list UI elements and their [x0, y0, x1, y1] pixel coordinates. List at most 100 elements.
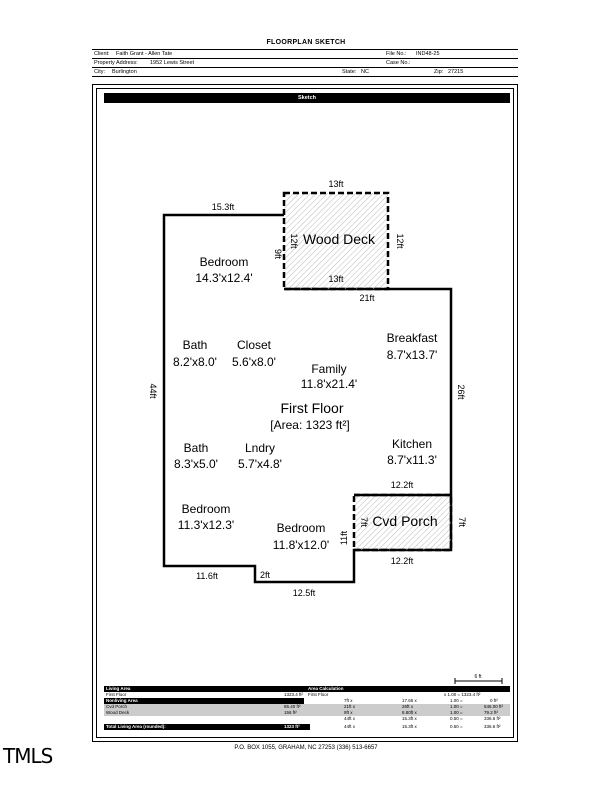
city-value: Burlington	[112, 69, 137, 75]
dim-porch-drop: 11ft	[339, 530, 349, 545]
row-total: 79.2 ft²	[484, 710, 499, 715]
row-name: Nonliving Area	[106, 698, 138, 703]
row-f2: 15.3ft x	[402, 716, 417, 721]
state-value: NC	[361, 69, 369, 75]
room-name: Bedroom	[200, 255, 249, 269]
room-size: 8.2'x8.0'	[173, 355, 217, 369]
area-header-row: Living Area Area Calculation	[104, 686, 510, 692]
room-name: Wood Deck	[303, 231, 376, 247]
mls-logo: TMLS	[3, 744, 53, 768]
case-label: Case No.:	[386, 60, 411, 66]
header-row-address: Property Address: 1952 Lewis Street Case…	[92, 59, 518, 68]
row-name: Cvd Porch	[106, 704, 128, 709]
total-row: Total Living Area (rounded): 1323 ft²	[104, 724, 310, 730]
dim-deck-bottom: 13ft	[328, 274, 344, 284]
room-name: Closet	[237, 338, 272, 352]
row-f3: 0.50 =	[450, 724, 463, 729]
header-row-client: Client: Faith Grant - Allen Tate File No…	[92, 50, 518, 59]
room-name: Cvd Porch	[372, 513, 437, 529]
address-value: 1952 Lewis Street	[150, 60, 195, 66]
table-row: Wood Deck 156 ft² 9ft x 8.80ft x 1.00 = …	[104, 710, 510, 716]
living-area-header: Living Area	[106, 686, 131, 691]
row-f1: 21ft x	[344, 704, 356, 709]
row-f3: 1.00 =	[450, 710, 463, 715]
row-f3: 0.50 =	[450, 716, 463, 721]
dim-bottom: 12.5ft	[293, 588, 316, 598]
dim-right: 26ft	[456, 384, 466, 400]
row-total: 336.6 ft²	[484, 716, 501, 721]
dim-porch-top: 12.2ft	[391, 480, 414, 490]
report-header: Client: Faith Grant - Allen Tate File No…	[92, 49, 518, 77]
row-f2: 15.3ft x	[402, 724, 417, 729]
footer-address: P.O. BOX 1055, GRAHAM, NC 27253 (336) 51…	[234, 745, 378, 751]
row-area: 85.40 ft²	[284, 704, 301, 709]
room-name: Family	[311, 362, 346, 376]
row-f1: 44ft x	[344, 724, 356, 729]
dim-bottom-left: 11.6ft	[196, 571, 218, 581]
dim-porch-right: 7ft	[457, 517, 467, 528]
row-f3: 1.00 =	[450, 704, 463, 709]
dim-deck-right: 12ft	[395, 233, 405, 249]
client-value: Faith Grant - Allen Tate	[116, 51, 173, 57]
area-calc-header: Area Calculation	[308, 686, 344, 691]
sketch-frame-outer	[92, 84, 518, 742]
scale-label: 6 ft	[475, 674, 483, 680]
row-f1: 44ft x	[344, 716, 356, 721]
zip-label: Zip:	[434, 69, 444, 75]
room-name: Bedroom	[182, 502, 231, 516]
dim-top-left: 15.3ft	[212, 202, 235, 212]
row-name: Wood Deck	[106, 710, 130, 715]
room-name: Lndry	[245, 441, 275, 455]
room-name: Bath	[184, 441, 209, 455]
row-total: x 1.00 = 1323.4 ft²	[444, 692, 481, 697]
room-size: 8.3'x5.0'	[174, 457, 218, 471]
dim-bottom-step: 2ft	[260, 570, 271, 580]
table-row: Cvd Porch 85.40 ft² 21ft x 26ft x 1.00 =…	[104, 704, 510, 710]
room-size: 5.7'x4.8'	[238, 457, 282, 471]
address-label: Property Address:	[94, 60, 138, 66]
room-size: 8.7'x11.3'	[387, 453, 437, 467]
row-f1: 9ft x	[344, 710, 353, 715]
room-name: Breakfast	[387, 331, 438, 345]
table-row: 44ft x 15.3ft x 0.50 = 336.6 ft²	[104, 716, 510, 722]
table-row-calc: 7ft x 17.65 x 1.00 = 0 ft²	[304, 698, 510, 704]
client-label: Client:	[94, 51, 110, 57]
file-value: IND48-25	[416, 51, 440, 57]
city-label: City:	[94, 69, 105, 75]
dim-porch-bottom: 12.2ft	[391, 556, 414, 566]
row-f2: 8.80ft x	[402, 710, 417, 715]
room-size: 11.8'x12.0'	[273, 538, 329, 552]
row-name: First Floor	[106, 692, 127, 697]
wood-deck-outline	[282, 191, 390, 291]
floor-area: [Area: 1323 ft²]	[270, 418, 349, 432]
area-calculation-table: Living Area Area Calculation First Floor…	[104, 686, 510, 734]
table-row: Nonliving Area	[104, 698, 304, 704]
dim-left: 44ft	[148, 383, 158, 399]
room-name: Bath	[183, 338, 208, 352]
state-label: State:	[342, 69, 357, 75]
row-total: 336.6 ft²	[484, 724, 501, 729]
row-calc-name: First Floor	[308, 692, 329, 697]
floor-name: First Floor	[281, 400, 344, 416]
dim-deck-inner: 9ft	[273, 249, 283, 260]
room-name: Bedroom	[277, 521, 326, 535]
dim-right-upper: 21ft	[359, 293, 375, 303]
dim-porch-left: 7ft	[359, 517, 369, 528]
row-area: 156 ft²	[284, 710, 297, 715]
house-outline	[162, 213, 453, 584]
total-area: 1323 ft²	[284, 724, 300, 729]
room-size: 8.7'x13.7'	[387, 348, 438, 362]
page-title: FLOORPLAN SKETCH	[266, 39, 346, 46]
room-name: Kitchen	[392, 437, 432, 451]
room-size: 5.6'x8.0'	[232, 355, 276, 369]
header-row-city: City: Burlington State: NC Zip: 27215	[92, 68, 518, 77]
row-f3: 1.00 =	[450, 698, 463, 703]
row-total: 546.00 ft²	[484, 704, 504, 709]
table-row: First Floor 1323.4 ft² First Floor x 1.0…	[104, 692, 510, 698]
row-total: 0 ft²	[490, 698, 498, 703]
row-f2: 17.65 x	[402, 698, 417, 703]
row-f1: 7ft x	[344, 698, 353, 703]
sketch-frame-inner	[96, 88, 514, 738]
row-f2: 26ft x	[402, 704, 414, 709]
